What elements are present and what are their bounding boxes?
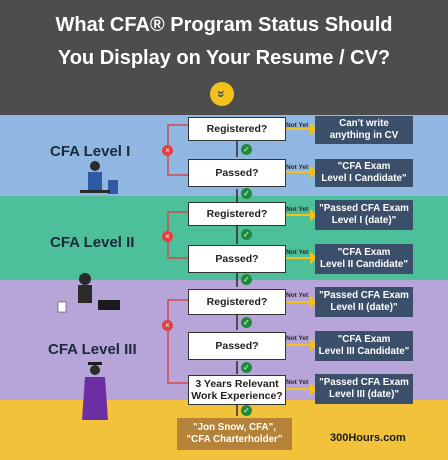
level-3-registered-box: Registered? (188, 289, 286, 315)
student-illustration-2 (57, 273, 120, 313)
level-2-registered-box: Registered? (188, 202, 286, 226)
not-yet-label: Not Yet (286, 292, 309, 299)
check-icon: ✓ (241, 317, 252, 328)
title-line-2: You Display on Your Resume / CV? (57, 47, 391, 69)
level-1-label: CFA Level I (50, 143, 131, 160)
title-line-1: What CFA® Program Status Should (55, 14, 393, 36)
not-yet-label: Not Yet (286, 249, 309, 256)
x-icon: × (162, 320, 173, 331)
not-yet-label: Not Yet (286, 164, 309, 171)
chevron-down-icon: » (210, 82, 234, 106)
x-icon: × (162, 145, 173, 156)
not-yet-label: Not Yet (286, 379, 309, 386)
level-2-label: CFA Level II (50, 234, 135, 251)
not-yet-label: Not Yet (286, 122, 309, 129)
check-icon: ✓ (241, 144, 252, 155)
not-yet-label: Not Yet (286, 206, 309, 213)
not-yet-label: Not Yet (286, 335, 309, 342)
check-icon: ✓ (241, 362, 252, 373)
level-3-bracket (167, 299, 188, 384)
student-illustration-1 (80, 161, 118, 194)
level-3-label: CFA Level III (48, 341, 137, 358)
check-icon: ✓ (241, 274, 252, 285)
level-1-passed-box: Passed? (188, 159, 286, 187)
x-icon: × (162, 231, 173, 242)
brand-label: 300Hours.com (330, 432, 406, 444)
check-icon: ✓ (241, 405, 252, 416)
graduate-illustration (82, 362, 108, 420)
level-3-passed-box: Passed? (188, 332, 286, 360)
check-icon: ✓ (241, 229, 252, 240)
level-2-passed-box: Passed? (188, 245, 286, 273)
header: What CFA® Program Status Should You Disp… (0, 0, 448, 115)
level-1-registered-box: Registered? (188, 117, 286, 141)
check-icon: ✓ (241, 188, 252, 199)
final-result: "Jon Snow, CFA","CFA Charterholder" (177, 418, 292, 450)
